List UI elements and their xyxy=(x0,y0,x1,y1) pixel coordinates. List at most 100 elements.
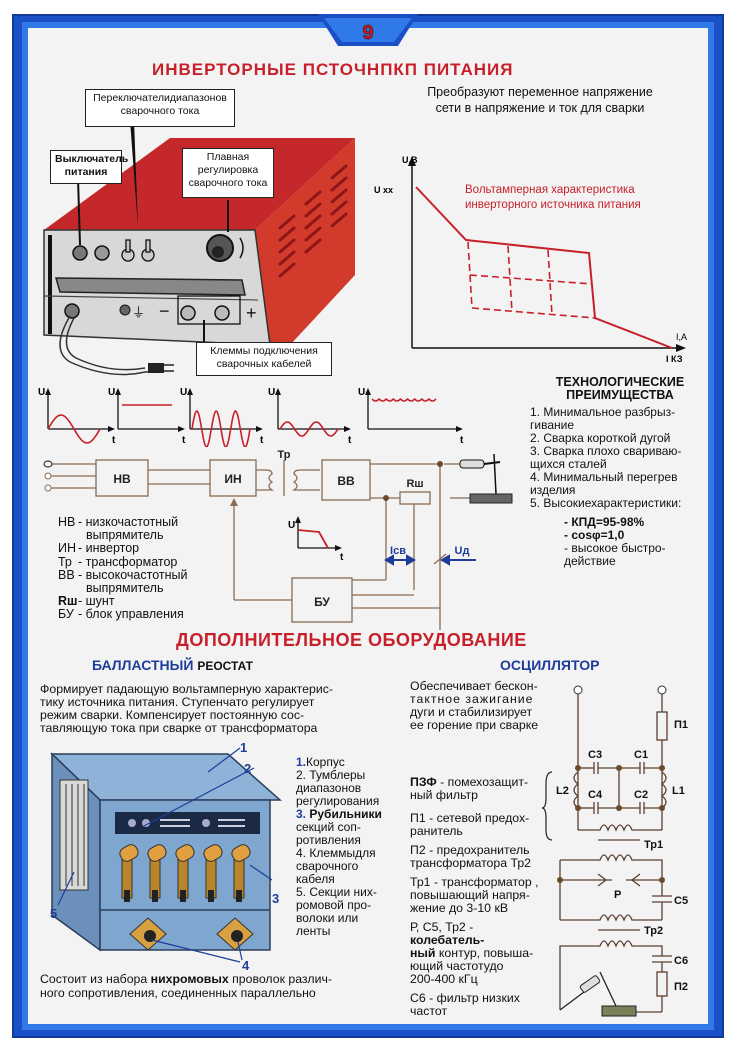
vac-chart: U,В U xx I,А I КЗ Вольтамперная характер… xyxy=(374,155,687,364)
label-c5: С5 xyxy=(674,895,688,907)
callout-text: сварочных кабелей xyxy=(216,358,312,370)
callout-text: сварочного тока xyxy=(188,177,268,189)
waveform-hf-sine-low: Ut xyxy=(268,387,352,446)
ballast-desc-line: Формирует падающую вольтамперную характе… xyxy=(40,682,333,696)
power-plug xyxy=(148,363,164,373)
ballast-desc-line: режим сварки. Компенсирует постоянную со… xyxy=(40,708,305,722)
note-line: 200-400 кГц xyxy=(410,972,478,986)
callout-text: Переключателидиапазонов xyxy=(93,92,227,104)
label-c1: С1 xyxy=(634,749,648,761)
note-tr1: жение до 3-10 кВ xyxy=(410,901,509,915)
fuse-p1 xyxy=(656,711,668,741)
svg-text:t: t xyxy=(112,435,116,446)
description-line: Преобразуют переменное напряжение xyxy=(427,85,653,99)
terminal-plus xyxy=(214,305,230,321)
knife-switch xyxy=(175,844,195,902)
spec-speed: - высокое быстро- xyxy=(564,541,666,555)
legend-row: Rш- шунт xyxy=(58,594,115,609)
ballast-rheostat-illustration: 1 2 3 4 5 xyxy=(50,740,282,970)
label-tr2: Тр2 xyxy=(644,925,663,937)
svg-text:t: t xyxy=(182,435,186,446)
chart-title-line: Вольтамперная характеристика xyxy=(465,184,635,196)
legend-row: ВВ- высокочастотный xyxy=(58,567,188,582)
spec-speed: действие xyxy=(564,554,616,568)
marker-1: 1 xyxy=(240,740,247,755)
waveform-curve xyxy=(371,397,437,402)
callout-text: Плавная xyxy=(206,151,250,163)
u-d-label: Uд xyxy=(455,545,470,557)
cable-socket xyxy=(64,303,80,319)
label-c6: С6 xyxy=(674,955,688,967)
legend-row: НВ- низкочастотный xyxy=(58,515,179,529)
i-kz-label: I КЗ xyxy=(666,354,683,364)
waveform-curve xyxy=(279,421,339,437)
input-terminal xyxy=(657,685,667,695)
block-bu xyxy=(291,577,353,623)
electrode-holder-icon xyxy=(459,453,501,495)
knife-switch xyxy=(231,844,251,902)
note-c6: частот xyxy=(410,1004,448,1018)
minus-sign: − xyxy=(159,301,170,321)
note-line: ющий частотудо xyxy=(410,959,504,973)
inductor-l2 xyxy=(573,771,580,809)
part-item: ромовой про- xyxy=(296,898,372,912)
note-oscillating-circuit: Р, С5, Тр2 - колебатель- xyxy=(410,920,485,947)
vac-adjust-grid xyxy=(467,241,596,319)
block-vv xyxy=(321,459,371,501)
i-sv-label: Iсв xyxy=(390,545,406,557)
terminal-minus xyxy=(180,305,196,321)
marker-5: 5 xyxy=(50,906,57,921)
description-line: сети в напряжение и ток для сварки xyxy=(435,101,645,115)
callout-text: Выключатель xyxy=(55,153,129,165)
block-nv-label: НВ xyxy=(113,472,131,486)
advantage-item: 5. Высокиехарактеристики: xyxy=(530,496,682,510)
callout-smooth-adjust: Плавная регулировка сварочного тока xyxy=(182,148,274,198)
note-p1: ранитель xyxy=(410,824,463,838)
legend-row: выпрямитель xyxy=(86,528,164,543)
callout-range-switches: Переключателидиапазонов сварочного тока xyxy=(85,89,235,127)
page-title: ИНВЕРТОРНЫЕ ПСТОЧНПКП ПИТАНИЯ xyxy=(152,60,514,79)
legend-row: ИН- инвертор xyxy=(58,541,140,556)
block-nv xyxy=(95,459,149,497)
device-side xyxy=(255,138,355,345)
part-item: регулирования xyxy=(296,794,380,808)
part-item: 3. Рубильники xyxy=(296,807,382,821)
ballast-desc-line: тавляющую тока при сварке от трансформат… xyxy=(40,721,318,735)
page-number: 9 xyxy=(362,22,373,44)
callout-text: питания xyxy=(64,166,108,178)
label-p1: П1 xyxy=(674,719,688,731)
label-tr1: Тр1 xyxy=(644,839,663,851)
osc-desc-line: тактное зажигание xyxy=(410,692,534,706)
part-item: 1.Корпус xyxy=(296,755,345,769)
block-bu-label: БУ xyxy=(314,595,330,609)
advantage-item: 3. Сварка плохо свариваю- xyxy=(530,444,682,458)
callout-text: регулировка xyxy=(197,164,259,176)
svg-text:U: U xyxy=(268,387,275,398)
mini-chart-y: U xyxy=(288,520,295,531)
advantage-item: 1. Минимальное разбрыз- xyxy=(530,405,676,419)
waveform-curve xyxy=(191,410,251,447)
section-title-additional-equipment: ДОПОЛНИТЕЛЬНОЕ ОБОРУДОВАНИЕ xyxy=(176,630,527,650)
chart-title-line: инверторного источника питания xyxy=(465,199,641,211)
advantage-item: 2. Сварка короткой дугой xyxy=(530,431,671,445)
svg-text:t: t xyxy=(260,435,264,446)
knife-switch xyxy=(147,844,167,902)
y-axis-label: U,В xyxy=(402,155,418,165)
electrode-holder-icon xyxy=(559,971,617,1011)
advantage-item: изделия xyxy=(530,483,576,497)
osc-desc-line: ее горение при сварке xyxy=(410,718,539,732)
part-item: волоки или xyxy=(296,911,359,925)
note-tr1: Тр1 - трансформатор , xyxy=(410,875,539,889)
page-number-tab: 9 xyxy=(318,14,418,46)
resistor-rsh xyxy=(399,491,431,505)
inductor-l1 xyxy=(660,771,667,809)
note-p2: П2 - предохранитель xyxy=(410,843,530,857)
rsh-label: Rш xyxy=(406,478,423,490)
i-sv-arrow xyxy=(383,554,417,566)
mini-chart-x: t xyxy=(340,552,344,563)
svg-text:U: U xyxy=(180,387,187,398)
part-item: ленты xyxy=(296,924,331,938)
switch-panel xyxy=(115,812,260,834)
device-handle xyxy=(55,277,246,296)
advantage-item: гивание xyxy=(530,418,574,432)
